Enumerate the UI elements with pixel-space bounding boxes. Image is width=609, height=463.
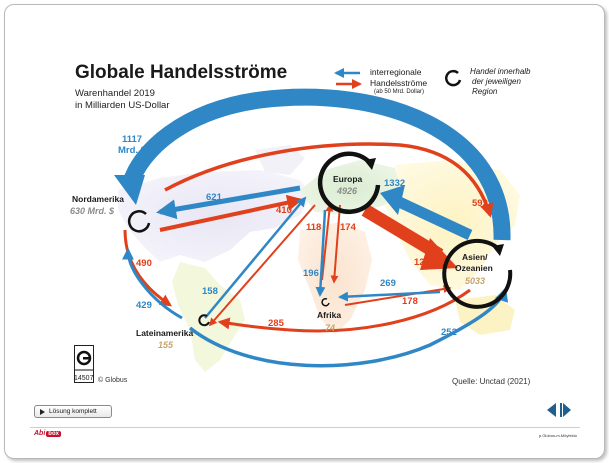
play-icon xyxy=(40,408,45,415)
arc-la-to-asia xyxy=(188,287,509,368)
flow-eu-to-af xyxy=(330,204,341,284)
flow-label-la-to-asia: 252 xyxy=(441,327,457,338)
flow-label-eu-to-af: 174 xyxy=(340,222,356,233)
chart-title: Globale Handelsströme xyxy=(75,62,288,83)
legend-intra-line1: Handel innerhalb xyxy=(470,67,531,76)
flow-af-to-eu xyxy=(321,203,334,281)
greenland-shape xyxy=(255,145,305,175)
flow-label-la-to-na: 429 xyxy=(136,300,152,311)
region-volume-afrika: 74 xyxy=(325,323,336,333)
globus-code: 14507 xyxy=(74,375,94,382)
region-volume-lateinamerika: 155 xyxy=(158,340,174,350)
imprint: p.Globus-m.Möyfeldo xyxy=(538,433,577,438)
flow-label-na-to-eu: 410 xyxy=(276,205,292,216)
legend-interregional-line2: Handelsströme xyxy=(370,78,428,88)
flow-label-af-to-eu: 118 xyxy=(306,222,322,233)
arc-na-to-asia xyxy=(164,142,494,218)
flow-eu-to-na xyxy=(156,185,301,220)
region-label-afrika: Afrika xyxy=(317,310,342,320)
region-label-ozeanien: Ozeanien xyxy=(455,263,493,273)
region-label-nordamerika: Nordamerika xyxy=(72,194,124,204)
flow-label-eu-to-af-blue: 196 xyxy=(303,268,319,279)
intra-asien-icon xyxy=(442,238,513,309)
flow-label-la-to-eu: 158 xyxy=(202,286,218,297)
source-note: Quelle: Unctad (2021) xyxy=(452,377,531,386)
intra-afrika-icon xyxy=(321,297,330,307)
flow-label-eu-to-na: 621 xyxy=(206,192,222,203)
flow-label-asia-to-af: 269 xyxy=(380,278,396,289)
arc-asia-to-na xyxy=(121,88,511,241)
footer-divider xyxy=(30,427,580,428)
copyright: © Globus xyxy=(98,377,128,384)
subtitle-unit: in Milliarden US-Dollar xyxy=(75,100,170,111)
solution-button-label: Lösung komplett xyxy=(49,408,97,415)
flow-asia-to-eu-head xyxy=(380,185,405,215)
subtitle-year: Warenhandel 2019 xyxy=(75,88,155,99)
flow-label-af-to-asia: 178 xyxy=(402,296,418,307)
flow-label-na-to-la: 490 xyxy=(136,258,152,269)
region-volume-nordamerika: 630 Mrd. $ xyxy=(70,206,115,216)
flow-label-na-to-asia: 592 xyxy=(472,198,488,209)
flow-eu-to-af-blue xyxy=(315,209,327,297)
arc-na-to-la xyxy=(123,229,172,307)
latin-america-shape xyxy=(172,262,245,372)
intra-nordamerika-icon xyxy=(127,210,151,233)
next-icon[interactable] xyxy=(560,403,571,417)
flow-label-asia-to-eu: 1332 xyxy=(384,178,406,189)
arc-asia-to-la xyxy=(217,288,471,333)
intra-europa-icon xyxy=(317,151,381,214)
region-volume-europa: 4926 xyxy=(337,186,358,196)
arc-asia-to-na-head xyxy=(114,175,145,205)
legend-intra-line3: Region xyxy=(472,87,498,96)
flow-asia-to-eu xyxy=(392,195,473,240)
legend-circle-icon xyxy=(445,69,462,87)
legend-interregional-line1: interregionale xyxy=(370,67,422,77)
legend-intra-line2: der jeweiligen xyxy=(472,77,521,86)
north-america-shape xyxy=(118,170,312,262)
previous-icon[interactable] xyxy=(546,403,557,417)
flow-na-to-eu xyxy=(159,194,304,232)
region-label-europa: Europa xyxy=(333,174,363,184)
flow-la-to-eu xyxy=(204,196,307,319)
flow-asia-to-af xyxy=(338,290,441,302)
flow-label-eu-to-asia: 1214 xyxy=(414,257,436,268)
region-label-lateinamerika: Lateinamerika xyxy=(136,328,194,338)
legend-interregional-note: (ab 50 Mrd. Dollar) xyxy=(374,89,425,95)
arc-la-to-na xyxy=(122,247,183,320)
flow-eu-to-la xyxy=(208,204,316,327)
intra-lateinamerika-icon xyxy=(198,314,210,327)
globus-logo xyxy=(74,345,94,383)
flow-af-to-asia xyxy=(344,285,452,306)
solution-button[interactable]: Lösung komplett xyxy=(34,405,112,418)
flow-label-asia-to-la: 285 xyxy=(268,318,284,329)
region-label-asien: Asien/ xyxy=(462,252,488,262)
region-volume-asien: 5033 xyxy=(465,276,486,286)
